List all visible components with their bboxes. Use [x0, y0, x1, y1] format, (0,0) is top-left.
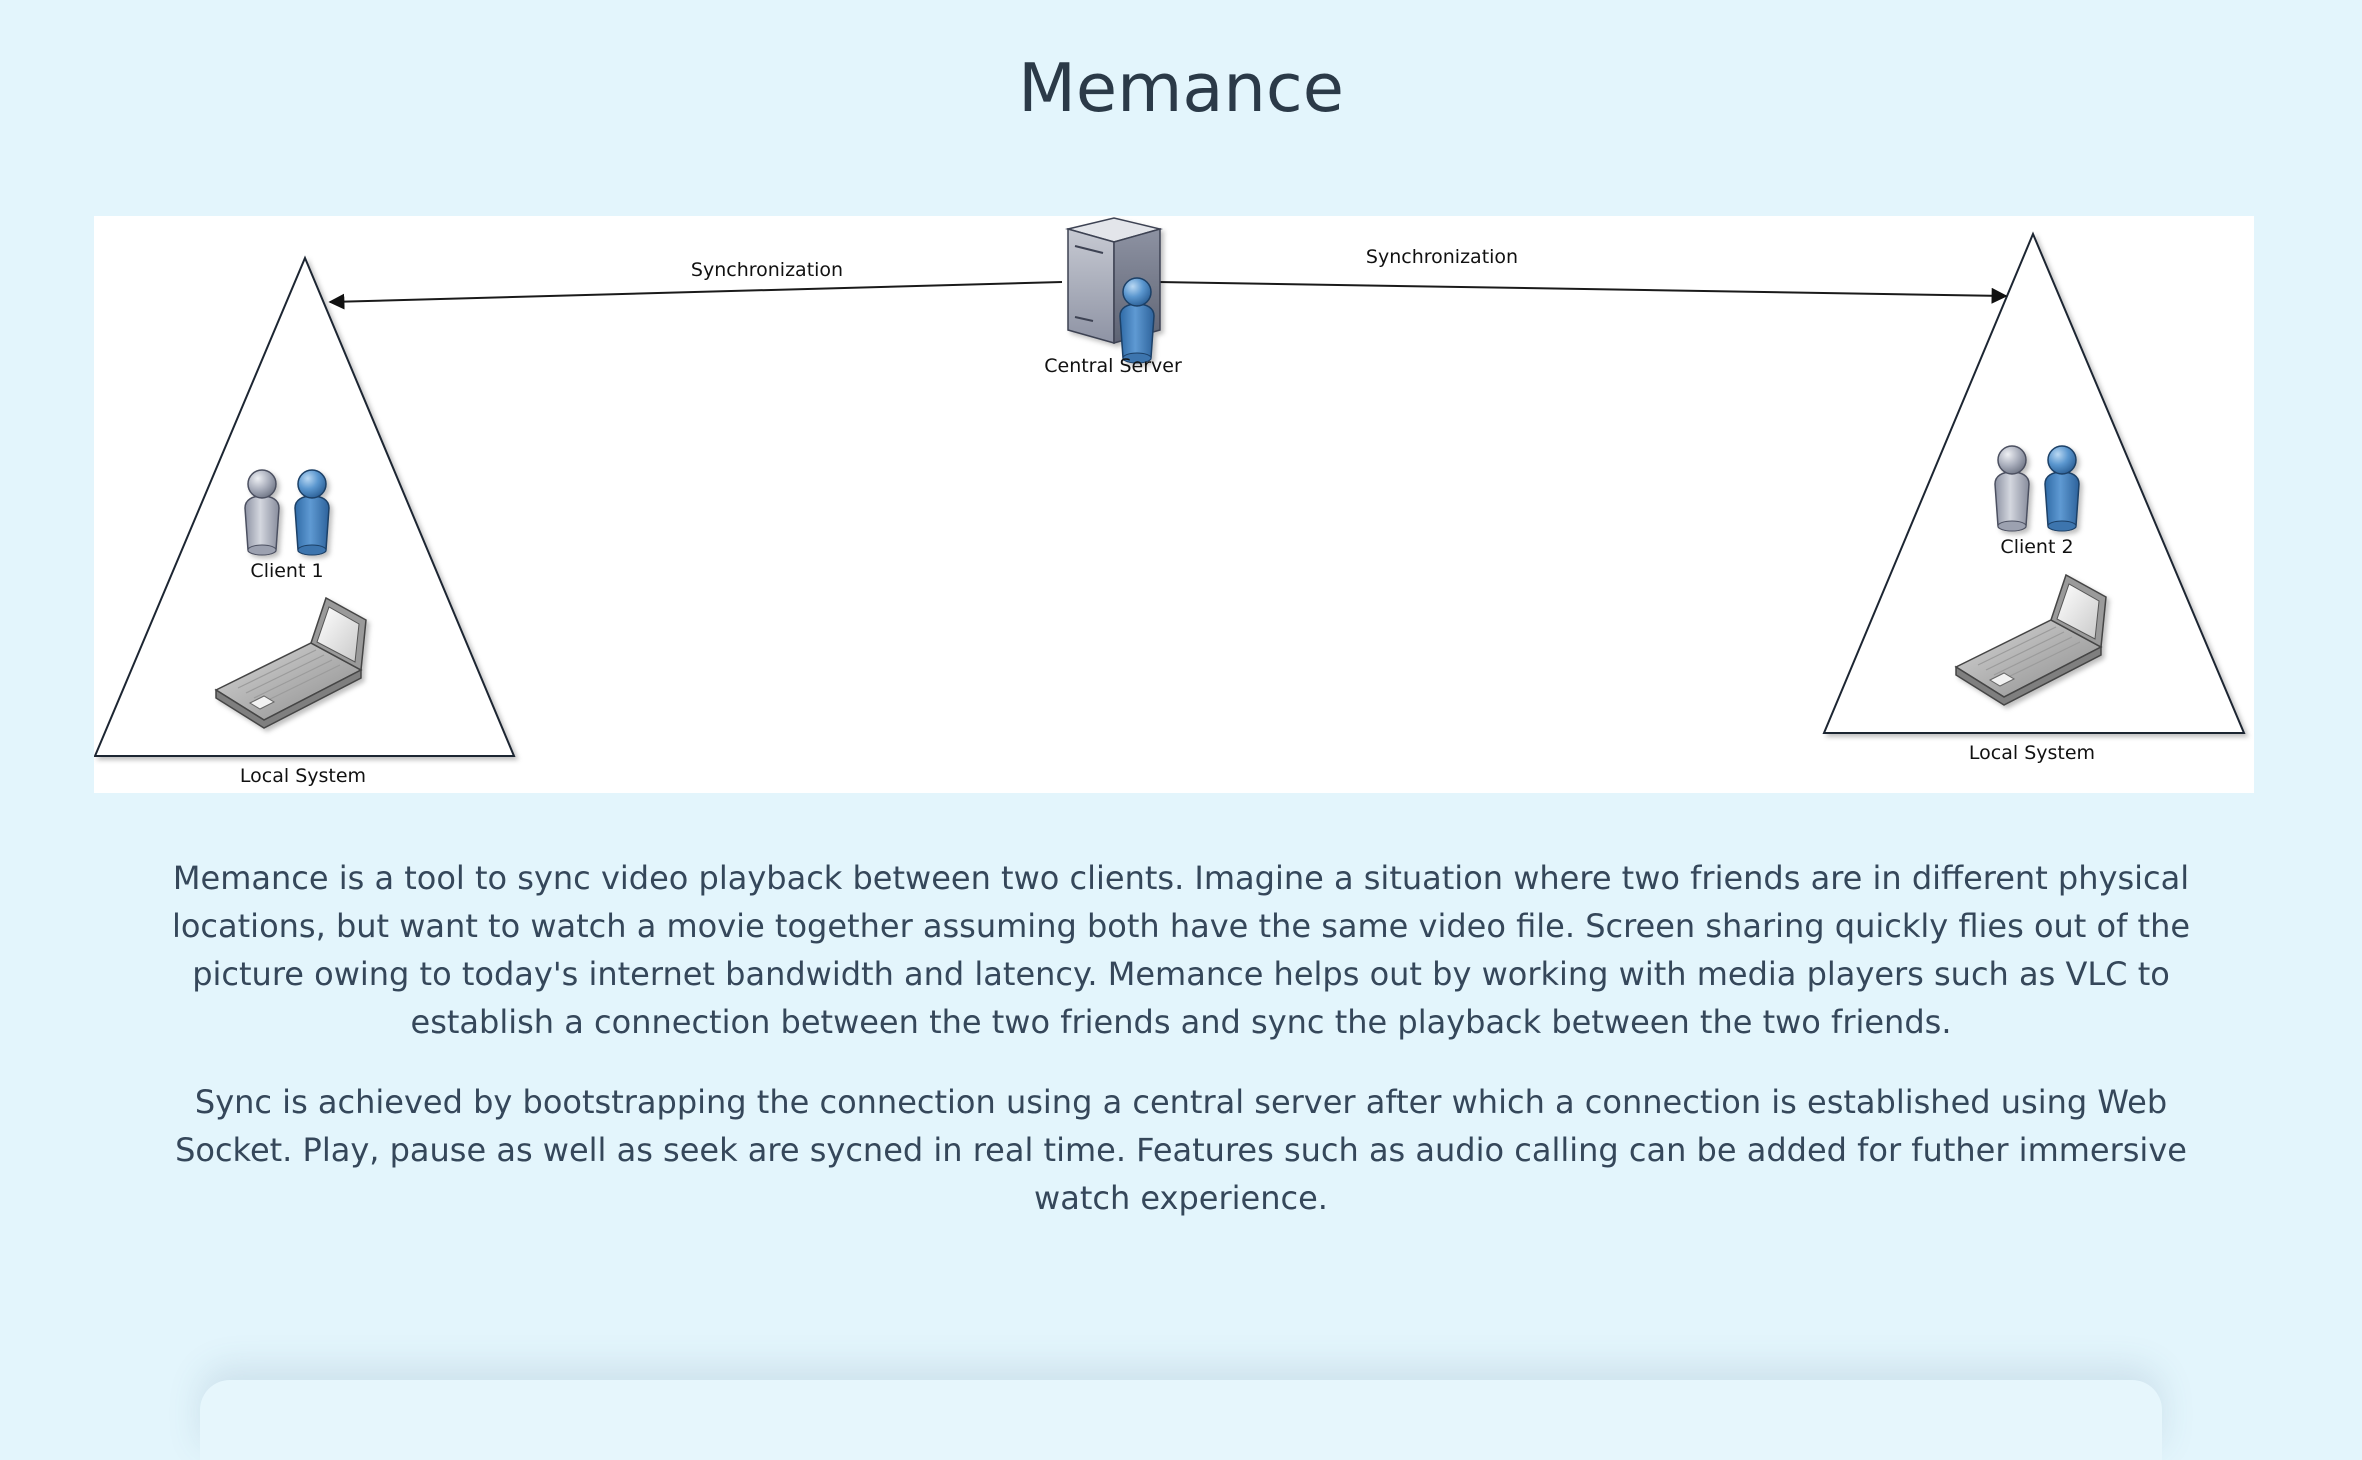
page-title: Memance [1018, 49, 1344, 127]
content-card-edge [200, 1380, 2162, 1460]
sync-label-left: Synchronization [691, 259, 843, 281]
description: Memance is a tool to sync video playback… [150, 854, 2212, 1254]
architecture-diagram: Synchronization Synchronization Central … [94, 216, 2254, 793]
architecture-diagram-svg: Synchronization Synchronization Central … [94, 217, 2246, 787]
sync-arrow-right [1157, 281, 2008, 304]
sync-label-right: Synchronization [1366, 246, 1518, 268]
server-icon [1065, 217, 1163, 364]
description-paragraph: Memance is a tool to sync video playback… [171, 859, 2191, 1041]
local-system-left-label: Local System [240, 765, 366, 787]
client2-label: Client 2 [2000, 536, 2073, 558]
client1-label: Client 1 [250, 560, 323, 582]
local-system-right-label: Local System [1969, 742, 2095, 764]
description-paragraph: Sync is achieved by bootstrapping the co… [175, 1083, 2187, 1217]
sync-arrow-left [328, 281, 1063, 310]
local-system-right-boundary [1822, 231, 2246, 734]
server-label: Central Server [1044, 355, 1182, 377]
